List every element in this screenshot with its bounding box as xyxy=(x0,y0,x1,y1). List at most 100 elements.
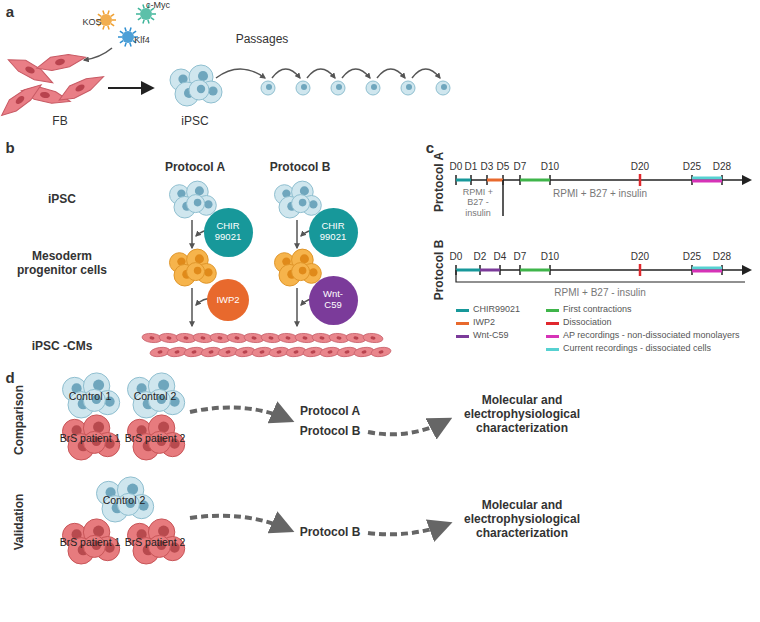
dashed-arrow xyxy=(368,420,448,434)
legend-swatch xyxy=(456,335,469,338)
cell xyxy=(292,263,310,281)
passage-arrow xyxy=(342,69,370,78)
viral-spike xyxy=(118,36,122,38)
text-label: a xyxy=(6,3,14,20)
text-label: Protocol A xyxy=(165,161,225,175)
text-label: BrS patient 2 xyxy=(125,432,186,444)
timeline-bar xyxy=(692,177,722,180)
fibroblast xyxy=(35,49,87,75)
compound-circle: IWP2 xyxy=(207,279,249,321)
viral-spike xyxy=(138,8,141,10)
viral-spike xyxy=(130,43,131,47)
timeline-bar xyxy=(456,179,471,182)
text-label: iPSC xyxy=(48,193,76,207)
cardiomyocyte-nucleus xyxy=(344,350,349,354)
viral-spike xyxy=(130,27,131,31)
passaged-cell xyxy=(436,81,450,95)
cardiomyocyte-nucleus xyxy=(259,350,264,354)
step-arrow xyxy=(191,288,193,326)
cardiomyocyte xyxy=(370,346,391,358)
fibroblast-body xyxy=(56,69,106,106)
text-label: D10 xyxy=(541,251,559,263)
text-label: D0 xyxy=(450,161,463,173)
cardiomyocyte xyxy=(363,332,384,343)
text-label: iPSC -CMs xyxy=(32,340,93,354)
medium-switch-line xyxy=(502,180,504,216)
cell-nucleus xyxy=(300,186,309,195)
fibroblast-body xyxy=(0,78,44,121)
cardiomyocyte-nucleus xyxy=(378,350,383,354)
legend-swatch xyxy=(456,309,469,312)
passage-arrow xyxy=(377,69,405,78)
cell-nucleus xyxy=(194,199,202,207)
legend-swatch xyxy=(546,309,559,312)
text-label: Control 1 xyxy=(69,390,112,402)
passage-arrow xyxy=(412,69,440,78)
text-label: d xyxy=(5,369,14,386)
timeline-tick xyxy=(639,265,641,275)
passage-arrow xyxy=(307,69,335,78)
cell-nucleus xyxy=(301,84,307,90)
text-label: RPMI + B27 - insulin xyxy=(456,187,500,218)
cardiomyocyte-body xyxy=(363,332,384,343)
fibroblast xyxy=(0,78,44,121)
cell-nucleus xyxy=(195,254,204,263)
fibroblast-nucleus xyxy=(14,94,26,105)
text-label: Control 2 xyxy=(134,390,177,402)
viral-spike xyxy=(152,13,156,15)
text-label: D20 xyxy=(631,251,649,263)
viral-capsid xyxy=(100,14,112,26)
cardiomyocyte-nucleus xyxy=(370,336,375,340)
text-label: D20 xyxy=(631,161,649,173)
viral-spike xyxy=(133,31,136,33)
cell-cluster xyxy=(170,249,217,286)
cardiomyocyte-nucleus xyxy=(327,350,332,354)
text-label: D3 xyxy=(481,161,494,173)
timeline-bar xyxy=(520,269,550,272)
compound-name: CHIR 99021 xyxy=(210,221,246,243)
timeline-bar xyxy=(456,269,480,272)
reprogramming-arrow xyxy=(108,87,152,89)
timeline-bar xyxy=(487,179,503,182)
text-label: Protocol B xyxy=(270,161,331,175)
text-label: Molecular and electrophysiological chara… xyxy=(457,499,587,540)
text-label: Protocol A xyxy=(300,405,360,419)
text-label: Molecular and electrophysiological chara… xyxy=(457,394,587,435)
viral-spike xyxy=(103,26,104,30)
cardiomyocyte-nucleus xyxy=(174,350,179,354)
cardiomyocyte-nucleus xyxy=(183,336,188,340)
cardiomyocyte-body xyxy=(370,346,391,358)
legend-swatch xyxy=(546,348,559,351)
text-label: Protocol B xyxy=(300,526,361,540)
passage-arrow xyxy=(216,69,265,78)
red-tick xyxy=(639,264,642,276)
cell-nucleus xyxy=(204,200,212,208)
text-label: D2 xyxy=(474,251,487,263)
cardiomyocyte-nucleus xyxy=(302,336,307,340)
viral-spike xyxy=(111,24,114,26)
viral-spike xyxy=(125,43,126,47)
dashed-arrow xyxy=(368,524,448,534)
viral-spike xyxy=(98,14,101,16)
row-label: Validation xyxy=(13,494,27,551)
viral-spike xyxy=(138,18,141,20)
cardiomyocyte-nucleus xyxy=(191,350,196,354)
cell xyxy=(187,263,205,281)
cell-nucleus xyxy=(406,84,412,90)
cardiomyocyte-nucleus xyxy=(293,350,298,354)
cell-nucleus xyxy=(266,84,272,90)
cardiomyocyte-nucleus xyxy=(276,350,281,354)
row-label: Protocol A xyxy=(433,152,447,212)
cardiomyocyte-nucleus xyxy=(234,336,239,340)
cell-cluster xyxy=(170,65,222,106)
compound-name: Wnt-C59 xyxy=(315,289,351,311)
cell-nucleus xyxy=(299,267,307,275)
passaged-cell xyxy=(366,81,380,95)
legend-text: Dissociation xyxy=(563,317,612,327)
text-label: c-Myc xyxy=(146,0,170,10)
cell-nucleus xyxy=(441,84,447,90)
legend-text: IWP2 xyxy=(473,317,495,327)
viral-spike xyxy=(151,18,154,20)
cardiomyocyte-nucleus xyxy=(353,336,358,340)
viral-spike xyxy=(120,31,123,33)
